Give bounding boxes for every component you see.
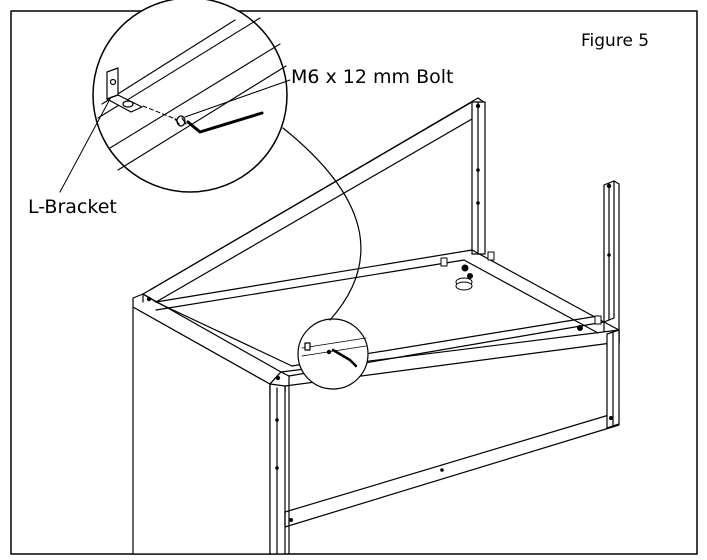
- bolt-icon: [174, 115, 187, 127]
- floor-rail-side: [471, 249, 605, 323]
- bolt-callout-label: M6 x 12 mm Bolt: [291, 66, 454, 88]
- l-bracket-icon: [106, 67, 143, 113]
- callout-connector: [282, 127, 362, 321]
- bracket-callout-label: L-Bracket: [28, 196, 117, 218]
- rear-corner-assembly: [440, 251, 602, 331]
- floor-rail-left: [155, 301, 293, 367]
- bracket-leader: [59, 96, 112, 193]
- figure-title: Figure 5: [581, 31, 650, 51]
- floor-rail-back: [155, 249, 473, 303]
- detail-circle-small: [297, 318, 369, 390]
- small-hex-key: [331, 348, 358, 368]
- cabinet: [132, 97, 620, 555]
- bottom-front-rail: [284, 411, 620, 513]
- detail-circle-large: [92, 0, 288, 193]
- hex-key-icon: [186, 111, 264, 134]
- bolt-leader: [184, 79, 291, 118]
